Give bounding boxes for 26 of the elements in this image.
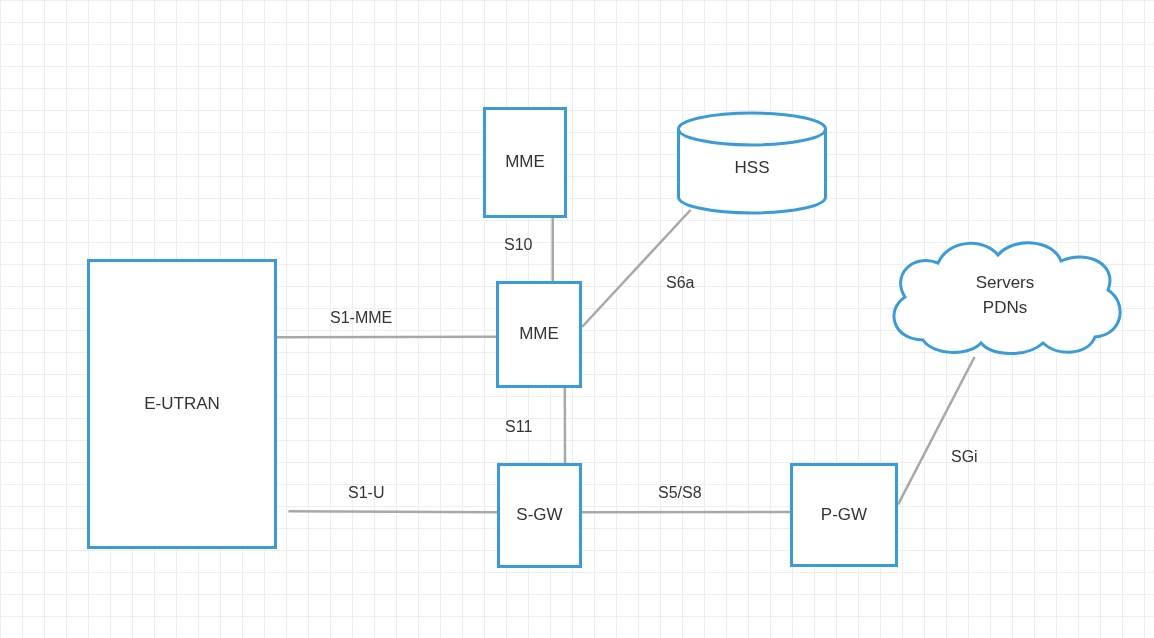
node-label: S-GW <box>516 504 563 527</box>
node-label: Servers PDNs <box>974 272 1036 319</box>
node-label: P-GW <box>820 503 868 526</box>
edge-label: S6a <box>666 274 695 292</box>
edge-label: S1-U <box>348 484 385 502</box>
process-box <box>790 463 898 567</box>
edge-label: S11 <box>505 418 533 436</box>
connector-line <box>288 510 497 514</box>
connector-line <box>896 356 976 506</box>
process-box <box>497 463 582 568</box>
process-box <box>496 281 582 388</box>
connector-line <box>551 218 554 281</box>
connector-line <box>582 510 790 514</box>
connector-line <box>581 209 692 328</box>
connector-line <box>277 335 496 339</box>
node-label: MME <box>505 151 545 174</box>
connector-line <box>563 388 567 463</box>
edge-label: SGi <box>951 448 978 466</box>
node-label: E-UTRAN <box>144 392 220 415</box>
process-box <box>483 107 567 218</box>
node-label: HSS <box>734 156 770 179</box>
edge-label: S10 <box>504 236 533 254</box>
process-box <box>87 259 277 549</box>
edge-label: S5/S8 <box>658 484 702 502</box>
node-label: MME <box>519 323 559 346</box>
edge-label: S1-MME <box>330 309 393 327</box>
